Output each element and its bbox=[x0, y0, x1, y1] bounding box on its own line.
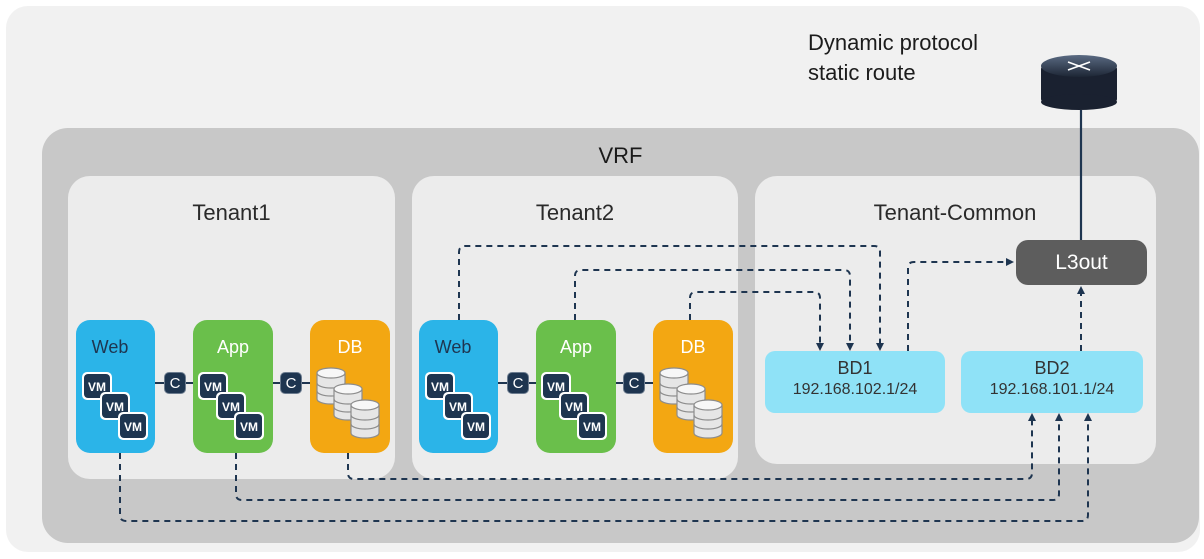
svg-text:VM: VM bbox=[124, 420, 142, 434]
svg-text:VM: VM bbox=[583, 420, 601, 434]
svg-text:VM: VM bbox=[240, 420, 258, 434]
vm-icon: VM VM VM bbox=[82, 372, 148, 440]
link-t2-web-bd1 bbox=[458, 245, 884, 351]
vrf-label: VRF bbox=[598, 143, 643, 168]
tenant2-title: Tenant2 bbox=[535, 200, 615, 225]
svg-text:VM: VM bbox=[222, 400, 240, 414]
bd1-name: BD1 bbox=[837, 358, 873, 378]
tenant2-web-label: Web bbox=[434, 337, 472, 357]
link-bd1-l3out bbox=[907, 258, 1014, 351]
vm-icon: VM VM VM bbox=[541, 372, 607, 440]
tenant2-app-label: App bbox=[559, 337, 593, 357]
database-icon bbox=[659, 367, 723, 439]
tenant2-db-label: DB bbox=[680, 337, 706, 357]
svg-text:VM: VM bbox=[204, 380, 222, 394]
external-label-line1: Dynamic protocol bbox=[808, 30, 978, 55]
tenant1-web-label: Web bbox=[91, 337, 129, 357]
bd1-subnet: 192.168.102.1/24 bbox=[792, 381, 918, 398]
link-t2-db-bd1 bbox=[689, 291, 824, 351]
external-routing-label: Dynamic protocol static route bbox=[808, 28, 978, 88]
link-t1-web-bd2 bbox=[119, 413, 1092, 522]
bd2-name: BD2 bbox=[1034, 358, 1070, 378]
bd1-box: BD1 192.168.102.1/24 bbox=[765, 351, 945, 413]
svg-text:VM: VM bbox=[547, 380, 565, 394]
vm-icon: VM VM VM bbox=[198, 372, 264, 440]
svg-text:VM: VM bbox=[431, 380, 449, 394]
link-t1-app-bd2 bbox=[235, 413, 1063, 501]
tenant1-db-label: DB bbox=[337, 337, 363, 357]
svg-text:VM: VM bbox=[106, 400, 124, 414]
svg-text:VM: VM bbox=[565, 400, 583, 414]
contract-t2-web-app: C bbox=[507, 372, 529, 394]
tenant1-app-label: App bbox=[216, 337, 250, 357]
bd2-box: BD2 192.168.101.1/24 bbox=[961, 351, 1143, 413]
vm-icon: VM VM VM bbox=[425, 372, 491, 440]
bd2-subnet: 192.168.101.1/24 bbox=[989, 381, 1115, 398]
contract-t2-app-db: C bbox=[623, 372, 645, 394]
link-t2-app-bd1 bbox=[574, 269, 854, 351]
database-icon bbox=[316, 367, 380, 439]
link-t1-db-bd2 bbox=[347, 413, 1036, 480]
l3out-box: L3out bbox=[1016, 240, 1147, 285]
svg-text:VM: VM bbox=[449, 400, 467, 414]
tenant-common-title: Tenant-Common bbox=[873, 200, 1037, 225]
contract-t1-app-db: C bbox=[280, 372, 302, 394]
vm-stack: VM VM VM bbox=[82, 372, 148, 440]
contract-t1-web-app: C bbox=[164, 372, 186, 394]
external-label-line2: static route bbox=[808, 60, 916, 85]
tenant1-title: Tenant1 bbox=[192, 200, 271, 225]
svg-text:VM: VM bbox=[467, 420, 485, 434]
svg-text:VM: VM bbox=[88, 380, 106, 394]
router-icon bbox=[1041, 55, 1117, 110]
